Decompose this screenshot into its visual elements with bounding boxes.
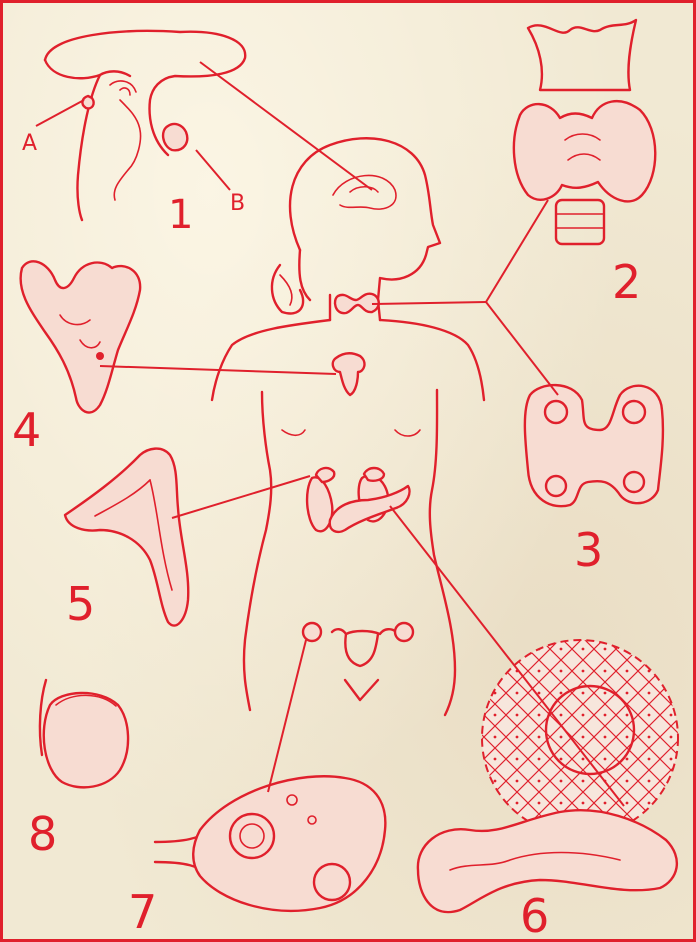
label-2: 2: [612, 255, 641, 309]
thymus-detail: 4: [12, 261, 140, 457]
adrenal-detail: 5: [65, 449, 188, 631]
ovary-detail: 7: [128, 776, 385, 939]
parathyroid-detail: 3: [525, 385, 663, 577]
label-1: 1: [168, 192, 193, 238]
label-3: 3: [574, 523, 603, 577]
pituitary-detail: A B 1: [22, 31, 245, 238]
label-4: 4: [12, 403, 41, 457]
thyroid-larynx-detail: 2: [514, 20, 655, 309]
label-5: 5: [66, 577, 95, 631]
label-8: 8: [28, 807, 57, 861]
testis-detail: 8: [28, 680, 128, 861]
label-b: B: [230, 191, 245, 216]
human-figure: [212, 138, 484, 715]
label-6: 6: [520, 889, 549, 942]
pancreas-islet-detail: 6: [418, 640, 678, 942]
label-a: A: [22, 131, 37, 156]
label-7: 7: [128, 885, 157, 939]
